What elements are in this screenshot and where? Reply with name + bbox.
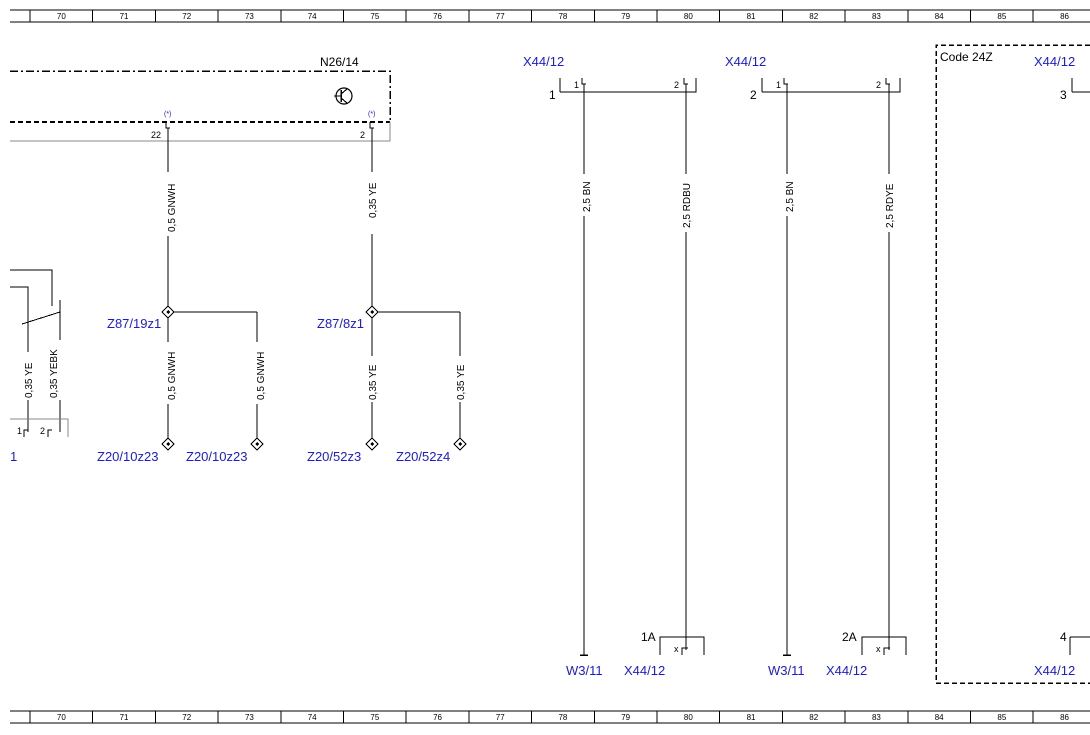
splice-label-z20-52-3: Z20/52z3 (307, 449, 361, 464)
ruler-label: 72 (182, 713, 191, 722)
ruler-label: 81 (747, 12, 756, 21)
pin-2-marker: (*) (368, 111, 375, 118)
connector-2-pin2: 2 (876, 80, 881, 90)
ruler-label: 77 (496, 12, 505, 21)
ruler-label: 78 (558, 12, 567, 21)
ruler-label: 77 (496, 713, 505, 722)
splice-diamond-z20-10-b (250, 437, 264, 451)
ruler-label: 82 (809, 12, 818, 21)
left-edge-ref: 1 (10, 449, 17, 464)
splice-diamond-z20-10-a (161, 437, 175, 451)
wire-label-ye-top: 0,35 YE (368, 182, 379, 218)
connector-1-pin1: 1 (574, 80, 579, 90)
ruler-label: 79 (621, 713, 630, 722)
ruler-label: 86 (1060, 12, 1069, 21)
wire-label-edge-yebk: 0,35 YEBK (49, 349, 60, 398)
ruler-label: 83 (872, 12, 881, 21)
ruler-label: 76 (433, 12, 442, 21)
ruler-label: 83 (872, 713, 881, 722)
ruler-label: 80 (684, 12, 693, 21)
wire-label-gnwh-top: 0,5 GNWH (167, 184, 178, 232)
connector-2-pin1: 1 (776, 80, 781, 90)
wire-label-ye-left: 0,35 YE (368, 364, 379, 400)
wires-left: 0,5 GNWH 0,35 YE 0,5 GNWH 0,5 GNWH 0,35 … (97, 128, 467, 464)
wire-label-bn-2: 2,5 BN (785, 181, 796, 212)
splice-label-z20-10-a: Z20/10z23 (97, 449, 158, 464)
splice-diamond-z87-8 (365, 305, 379, 319)
connector-label-x44-4: X44/12 (1034, 663, 1075, 678)
ruler-label: 84 (935, 12, 944, 21)
wire-label-ye-right: 0,35 YE (456, 364, 467, 400)
code-24z-box: Code 24Z X44/12 3 4 X44/12 (935, 44, 1090, 684)
connector-ref-4: 4 (1060, 630, 1067, 644)
ruler-label: 73 (245, 12, 254, 21)
splice-diamond-z20-52-4 (453, 437, 467, 451)
ruler-label: 71 (120, 713, 129, 722)
ruler-label: 85 (997, 12, 1006, 21)
left-edge-element: 0,35 YE 0,35 YEBK 1 2 1 (10, 269, 69, 464)
ruler-label: 70 (57, 12, 66, 21)
bottom-2A-pin: x (876, 644, 881, 654)
ruler-label: 84 (935, 713, 944, 722)
connector-ref-3: 3 (1060, 88, 1067, 102)
splice-label-z87-19: Z87/19z1 (107, 316, 161, 331)
ruler-label: 82 (809, 713, 818, 722)
ruler-label: 74 (308, 12, 317, 21)
ruler-label: 79 (621, 12, 630, 21)
left-edge-pin1: 1 (17, 426, 22, 436)
connector-label-2A: X44/12 (826, 663, 867, 678)
wire-label-bn-1: 2,5 BN (582, 181, 593, 212)
ruler-label: 73 (245, 713, 254, 722)
splice-label-z20-10-b: Z20/10z23 (186, 449, 247, 464)
wire-label-gnwh-left: 0,5 GNWH (167, 352, 178, 400)
bottom-1A-pin: x (674, 644, 679, 654)
connector-label-1A: X44/12 (624, 663, 665, 678)
connector-ref-1: 1 (549, 88, 556, 102)
wire-label-edge-ye: 0,35 YE (24, 362, 35, 398)
component-n26-14: N26/14 (*) (*) 22 2 (10, 55, 391, 142)
ruler-label: 71 (120, 12, 129, 21)
top-ruler: 70 71 72 73 74 75 76 77 78 79 80 81 82 83 84 85 86 (10, 9, 1090, 23)
ruler-label: 70 (57, 713, 66, 722)
wire-label-gnwh-right: 0,5 GNWH (256, 352, 267, 400)
connector-x44-12-group2: X44/12 2 1 2 2,5 BN 2,5 RDYE 2A x W3/11 … (725, 54, 907, 678)
bottom-ruler: 70 71 72 73 74 75 76 77 78 79 80 81 82 83 84 85 86 (10, 710, 1090, 724)
ruler-label: 85 (997, 713, 1006, 722)
ruler-label: 86 (1060, 713, 1069, 722)
connector-label-x44-1: X44/12 (523, 54, 564, 69)
connector-x44-12-group1: X44/12 1 1 2 2,5 BN 2,5 RDBU 1A x W3/11 … (523, 54, 705, 678)
transistor-icon (334, 87, 353, 105)
connector-1-pin2: 2 (674, 80, 679, 90)
splice-diamond-z87-19 (161, 305, 175, 319)
ruler-label: 72 (182, 12, 191, 21)
connector-label-x44-2: X44/12 (725, 54, 766, 69)
bottom-ref-2A: 2A (842, 630, 857, 644)
component-name: N26/14 (320, 55, 359, 69)
wire-label-rdye: 2,5 RDYE (885, 183, 896, 228)
connector-label-x44-3: X44/12 (1034, 54, 1075, 69)
code-box-label: Code 24Z (940, 50, 993, 64)
ruler-label: 76 (433, 713, 442, 722)
ruler-label: 81 (747, 713, 756, 722)
bottom-ref-1A: 1A (641, 630, 656, 644)
pin-22-marker: (*) (164, 111, 171, 118)
ground-label-w3-11-b: W3/11 (768, 663, 805, 678)
ruler-label: 80 (684, 713, 693, 722)
ruler-label: 74 (308, 713, 317, 722)
pin-22-label: 22 (151, 130, 161, 140)
ruler-label: 75 (370, 12, 379, 21)
pin-2-label: 2 (360, 130, 365, 140)
splice-diamond-z20-52-3 (365, 437, 379, 451)
connector-ref-2: 2 (750, 88, 757, 102)
ruler-label: 75 (370, 713, 379, 722)
splice-label-z20-52-4: Z20/52z4 (396, 449, 450, 464)
ruler-label: 78 (558, 713, 567, 722)
ground-label-w3-11-a: W3/11 (566, 663, 603, 678)
wire-label-rdbu: 2,5 RDBU (682, 183, 693, 228)
left-edge-pin2: 2 (40, 426, 45, 436)
splice-label-z87-8: Z87/8z1 (317, 316, 364, 331)
